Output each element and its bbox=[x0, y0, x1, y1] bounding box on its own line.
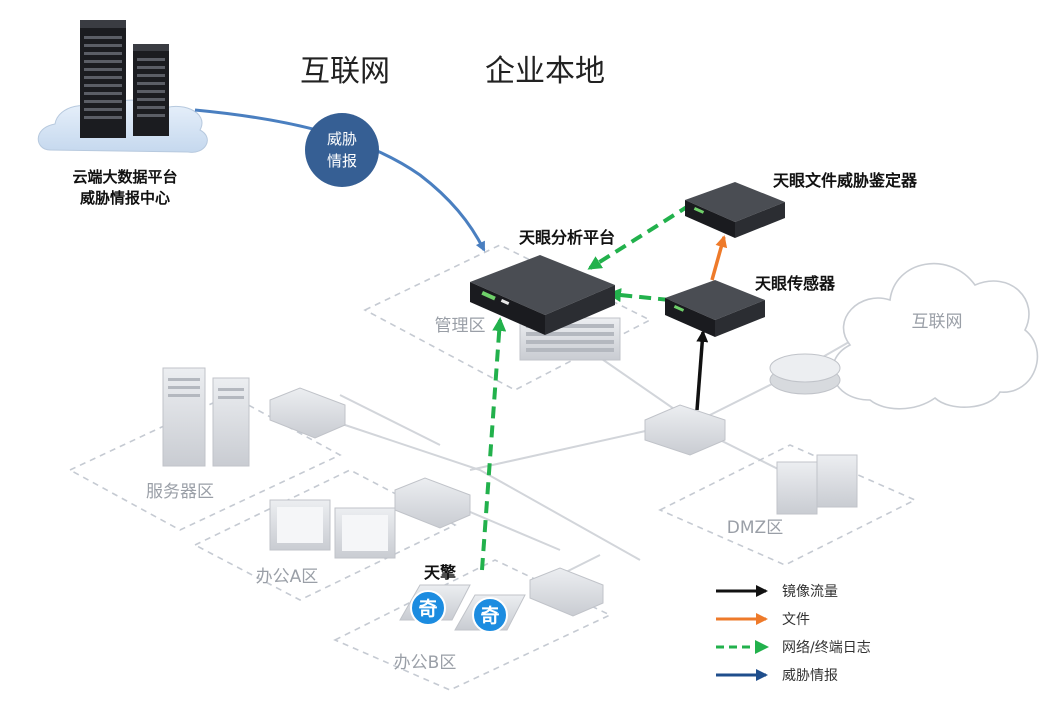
local-heading: 企业本地 bbox=[485, 54, 605, 89]
management-zone bbox=[363, 244, 652, 391]
router-icon bbox=[769, 353, 841, 395]
intel-bubble-label-1: 威胁 bbox=[327, 130, 357, 148]
server-tower-icon bbox=[80, 20, 126, 138]
file-identifier-label: 天眼文件威胁鉴定器 bbox=[773, 171, 918, 190]
log-flow-sensor-arrow bbox=[607, 288, 671, 303]
zones bbox=[68, 244, 917, 691]
office-a-zone bbox=[193, 469, 457, 601]
intel-bubble: 威胁 情报 bbox=[305, 113, 379, 187]
sensor-device bbox=[665, 280, 765, 337]
internet-cloud bbox=[831, 262, 1039, 410]
server-zone-towers-icon bbox=[162, 367, 250, 467]
endpoint-label: 天擎 bbox=[424, 563, 457, 582]
cloud-platform-label-1: 云端大数据平台 bbox=[72, 168, 177, 186]
cloud-platform: 云端大数据平台 威胁情报中心 bbox=[37, 20, 208, 207]
zone-label-office-a: 办公A区 bbox=[256, 567, 319, 587]
zone-label-dmz: DMZ区 bbox=[727, 518, 783, 538]
mirror-flow-arrow bbox=[695, 330, 709, 411]
core-switch-icon bbox=[644, 404, 726, 456]
sensor-label: 天眼传感器 bbox=[755, 274, 836, 293]
analysis-platform-device bbox=[470, 255, 615, 335]
legend-label: 镜像流量 bbox=[782, 584, 838, 600]
legend-label: 威胁情报 bbox=[782, 668, 838, 684]
internet-heading: 互联网 bbox=[300, 54, 390, 89]
dmz-servers-icon bbox=[776, 454, 858, 515]
intel-flow-arrow bbox=[194, 108, 486, 252]
zone-label-internet: 互联网 bbox=[912, 312, 963, 332]
switch-icon bbox=[529, 567, 604, 617]
legend-item: 镜像流量 bbox=[716, 584, 838, 600]
qi-logo-text: 奇 bbox=[480, 604, 499, 627]
switch-icon bbox=[269, 387, 346, 439]
zone-label-office-b: 办公B区 bbox=[394, 653, 457, 673]
file-flow-arrow bbox=[710, 235, 728, 281]
log-flow-endpoint-arrow bbox=[480, 317, 507, 571]
intel-bubble-label-2: 情报 bbox=[327, 152, 357, 170]
qi-logo-icon: 奇 bbox=[472, 597, 508, 633]
cloud-platform-label-2: 威胁情报中心 bbox=[80, 189, 170, 207]
legend-label: 网络/终端日志 bbox=[782, 640, 871, 656]
office-a-desktops-icon bbox=[269, 499, 396, 559]
legend-label: 文件 bbox=[782, 612, 810, 628]
server-tower-small-icon bbox=[133, 44, 169, 136]
legend-item: 网络/终端日志 bbox=[716, 640, 871, 656]
qi-logo-text: 奇 bbox=[418, 597, 437, 620]
zone-label-server: 服务器区 bbox=[146, 482, 214, 502]
analysis-platform-label: 天眼分析平台 bbox=[519, 228, 615, 247]
legend-item: 文件 bbox=[716, 612, 810, 628]
qi-logo-icon: 奇 bbox=[410, 590, 446, 626]
zone-label-management: 管理区 bbox=[435, 316, 486, 336]
legend-item: 威胁情报 bbox=[716, 668, 838, 684]
file-identifier-device bbox=[685, 182, 785, 238]
log-flow-identifier-arrow bbox=[587, 203, 692, 270]
switch-icon bbox=[394, 477, 471, 529]
server-zone bbox=[68, 394, 342, 531]
